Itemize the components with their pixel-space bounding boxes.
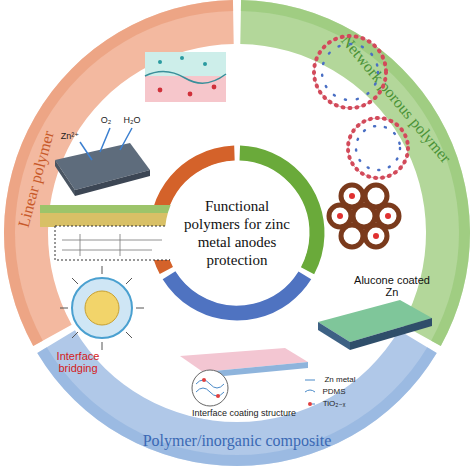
tio2-dot: [202, 378, 206, 382]
node-shape: [164, 160, 310, 306]
pore: [365, 225, 387, 247]
polymer-layer: [145, 76, 226, 102]
center-circle: Functional polymers for zinc metal anode…: [164, 160, 310, 306]
pdms-chain: [196, 380, 224, 396]
structure-box: [55, 226, 170, 260]
pore: [341, 225, 363, 247]
ring-bond: [348, 118, 408, 178]
ion-dot: [158, 60, 162, 64]
center-title: Functional polymers for zinc metal anode…: [178, 197, 296, 269]
ring-atoms: [348, 118, 408, 178]
annotation-label: Interface coating structure: [192, 409, 296, 419]
bridging-particle-sketch: [60, 266, 144, 350]
annotation-label: Zn metal: [324, 376, 355, 385]
radial-chain: [60, 266, 144, 350]
interface-wave: [145, 71, 226, 83]
annotation-label: TiO₂₋ₓ: [323, 400, 346, 409]
band-sector: [37, 330, 436, 466]
tio2-dot: [216, 394, 220, 398]
center-disc: [165, 161, 309, 305]
zinc-plate-sketch: [55, 128, 150, 196]
framework-sketch: [329, 185, 399, 247]
zinc-plate-edge: [75, 170, 150, 196]
annotation-label: O₂: [101, 116, 112, 126]
annotation-label: Alucone coated Zn: [353, 274, 431, 298]
zoom-circle: [192, 370, 228, 406]
site-dot: [385, 213, 391, 219]
band-outer-shade: [37, 347, 436, 466]
zinc-edge: [318, 322, 350, 350]
electrolyte-interface-sketch: [145, 52, 226, 102]
annotation-label: Zn²⁺: [61, 132, 79, 142]
legend-glyphs: [305, 380, 315, 404]
coating-structure-sketch: [180, 348, 315, 406]
annotation-label: PDMS: [322, 388, 345, 397]
particle-core: [85, 291, 119, 325]
band-title: Network porous polymer: [338, 32, 455, 167]
diffusion-arrow: [100, 128, 132, 152]
site-dot: [349, 193, 355, 199]
legend-dot: [308, 402, 312, 406]
zinc-plate-edge: [55, 160, 75, 196]
ion-dot: [203, 62, 207, 66]
site-dot: [337, 213, 343, 219]
diffusion-arrow: [80, 142, 92, 160]
ion-dot: [158, 88, 163, 93]
ring-atoms: [356, 126, 400, 170]
site-dot: [373, 233, 379, 239]
ion-dot: [180, 56, 184, 60]
annotation-label: Interface bridging: [47, 350, 109, 374]
ion-dot: [212, 85, 217, 90]
particle-shell: [72, 278, 132, 338]
band-title: Polymer/inorganic composite: [143, 432, 332, 450]
chemical-structure: [62, 234, 162, 256]
annotation-label: H₂O: [124, 116, 141, 126]
ion-dot: [188, 92, 193, 97]
